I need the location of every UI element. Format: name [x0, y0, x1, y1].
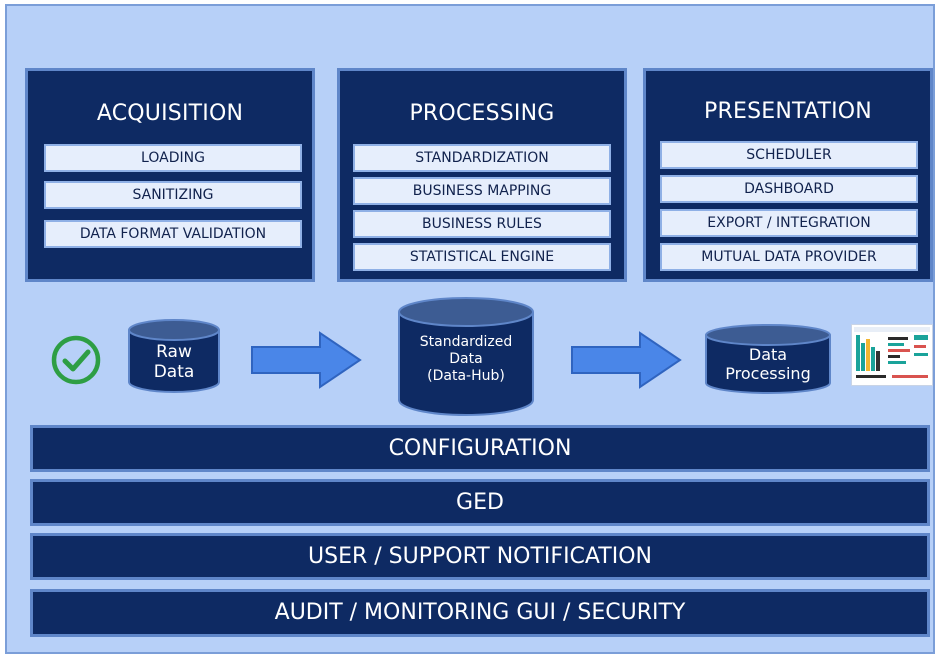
module-title: PROCESSING — [409, 101, 555, 126]
module-item: DASHBOARD — [660, 175, 918, 203]
raw-data-label-line2: Data — [153, 362, 195, 383]
raw-data-cylinder: Raw Data — [127, 318, 221, 394]
data-hub-cylinder: Standardized Data (Data-Hub) — [397, 296, 535, 418]
band-configuration: CONFIGURATION — [30, 425, 930, 472]
dashboard-thumbnail-icon — [851, 324, 933, 386]
module-item: EXPORT / INTEGRATION — [660, 209, 918, 237]
module-item: DATA FORMAT VALIDATION — [44, 220, 302, 248]
module-item: BUSINESS RULES — [353, 210, 611, 238]
band-ged: GED — [30, 479, 930, 526]
module-item: SCHEDULER — [660, 141, 918, 169]
module-title: PRESENTATION — [704, 99, 872, 124]
raw-data-label-line1: Raw — [156, 342, 192, 362]
module-item: STANDARDIZATION — [353, 144, 611, 172]
flow-arrow-right-icon — [250, 331, 362, 389]
module-item: STATISTICAL ENGINE — [353, 243, 611, 271]
flow-arrow-right-icon — [570, 331, 682, 389]
data-hub-label-line1: Standardized — [419, 334, 513, 350]
module-processing: PROCESSING STANDARDIZATION BUSINESS MAPP… — [337, 68, 627, 282]
data-hub-label-line3: (Data-Hub) — [427, 367, 505, 384]
data-hub-label-line2: Data — [449, 350, 483, 367]
module-item: SANITIZING — [44, 181, 302, 209]
module-item: LOADING — [44, 144, 302, 172]
band-audit-monitoring-security: AUDIT / MONITORING GUI / SECURITY — [30, 589, 930, 637]
data-processing-label-line2: Processing — [725, 364, 811, 384]
data-processing-label-line1: Data — [748, 345, 788, 364]
module-item: MUTUAL DATA PROVIDER — [660, 243, 918, 271]
check-circle-icon — [50, 334, 102, 386]
band-user-support-notification: USER / SUPPORT NOTIFICATION — [30, 533, 930, 580]
module-title: ACQUISITION — [96, 101, 244, 126]
data-processing-cylinder: Data Processing — [704, 323, 832, 395]
module-acquisition: ACQUISITION LOADING SANITIZING DATA FORM… — [25, 68, 315, 282]
module-item: BUSINESS MAPPING — [353, 177, 611, 205]
module-presentation: PRESENTATION SCHEDULER DASHBOARD EXPORT … — [643, 68, 933, 282]
